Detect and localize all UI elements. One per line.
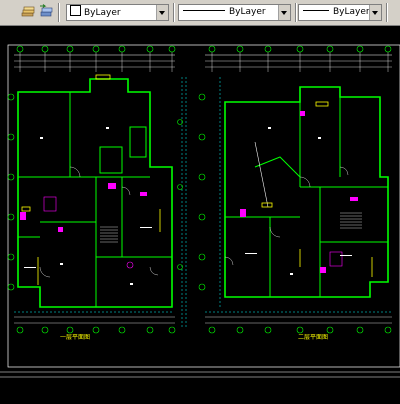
lineweight-combo[interactable]: ByLayer: [298, 4, 382, 21]
toolbar-separator: [173, 3, 175, 22]
color-combo-value: ByLayer: [84, 8, 121, 18]
lineweight-combo-value: ByLayer: [333, 7, 370, 17]
color-combo[interactable]: ByLayer: [66, 4, 169, 21]
color-swatch-icon: [70, 5, 81, 16]
left-plan-title: 一层平面图: [60, 334, 91, 341]
right-plan-title: 二层平面图: [298, 334, 329, 341]
cad-drawing: [0, 44, 400, 378]
drawing-canvas[interactable]: 一层平面图 二层平面图: [0, 27, 400, 400]
toolbar-separator: [386, 3, 388, 22]
linetype-combo-value: ByLayer: [229, 7, 266, 17]
linetype-preview-icon: [183, 10, 225, 11]
properties-toolbar: ByLayer ByLayer ByLayer: [0, 0, 400, 26]
chevron-down-icon[interactable]: [369, 5, 381, 20]
sheet-border: [7, 44, 400, 368]
toolbar-separator: [295, 3, 297, 22]
toolbar-separator: [58, 3, 60, 22]
right-floor-plan: [198, 45, 392, 334]
linetype-combo[interactable]: ByLayer: [178, 4, 291, 21]
layer-state-icon[interactable]: [20, 4, 36, 20]
left-floor-plan: [7, 45, 187, 334]
chevron-down-icon[interactable]: [156, 5, 168, 20]
lineweight-preview-icon: [303, 10, 329, 11]
chevron-down-icon[interactable]: [278, 5, 290, 20]
layer-previous-icon[interactable]: [38, 4, 54, 20]
